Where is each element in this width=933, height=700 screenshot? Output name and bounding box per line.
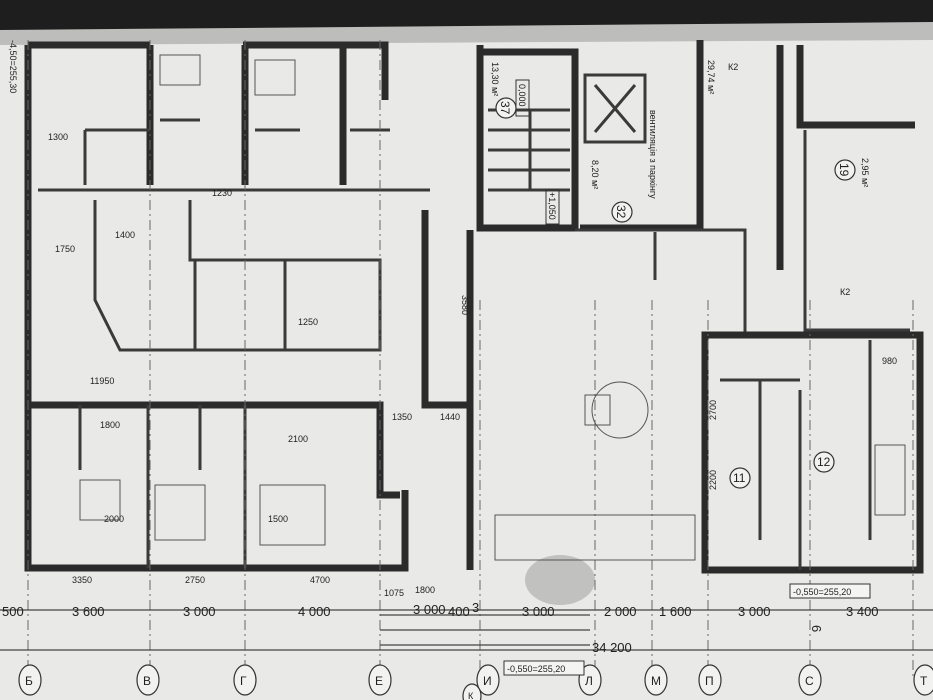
axis-dim: 3 600 xyxy=(72,604,105,619)
axis-6-label: 6 xyxy=(809,625,824,632)
axis-label: Т xyxy=(920,674,928,688)
level-right: -0,550=255,20 xyxy=(793,587,851,597)
axis-label: Л xyxy=(585,674,593,688)
level-box xyxy=(545,189,560,225)
inner-dim: 1230 xyxy=(212,188,232,198)
axis-dim: 2 000 xyxy=(604,604,637,619)
axis-dim: 400 xyxy=(448,604,470,619)
room-19-area: 2,95 м² xyxy=(860,158,870,187)
room-37-area: 13,30 м² xyxy=(490,62,500,96)
axis-markers: Б В Г Е И К Л М П С Т xyxy=(18,664,933,700)
stain xyxy=(525,555,595,605)
inner-dim: 1500 xyxy=(268,514,288,524)
level-box xyxy=(503,660,585,676)
axis-dim: 4 000 xyxy=(298,604,331,619)
inner-dim: 2100 xyxy=(288,434,308,444)
room-11-number: 11 xyxy=(733,471,746,485)
level-entrance: -0,550=255,20 xyxy=(507,664,565,674)
axis-label: П xyxy=(705,674,714,688)
axis-label: В xyxy=(143,674,151,688)
inner-dim: 1800 xyxy=(100,420,120,430)
inner-dim: 2000 xyxy=(104,514,124,524)
axis-label: К xyxy=(468,691,474,700)
inner-dim: 1800 xyxy=(415,585,435,595)
axis-dim: 3 000 xyxy=(413,602,446,617)
axis-dim: 3 000 xyxy=(738,604,771,619)
inner-dim: 2200 xyxy=(708,470,718,490)
room-19-number: 19 xyxy=(837,163,851,177)
inner-dim: 980 xyxy=(882,356,897,366)
axis-gridlines xyxy=(27,40,914,680)
level-left: -4,50=255,30 xyxy=(8,40,18,93)
level-box xyxy=(515,79,530,117)
axis-dim: 1 600 xyxy=(659,604,692,619)
inner-dim: 1075 xyxy=(384,588,404,598)
axis-label: Г xyxy=(240,674,247,688)
axis-label: Б xyxy=(25,674,33,688)
k2-tag: К2 xyxy=(728,62,738,72)
room-32-note: вентиляція з паркінгу xyxy=(648,110,658,199)
inner-dim: 2700 xyxy=(708,400,718,420)
room-37-level-low: 0,000 xyxy=(517,84,527,107)
room-32-area: 8,20 м² xyxy=(590,160,600,189)
axis-label: И xyxy=(483,674,492,688)
room-29-area: 29,74 м² xyxy=(706,60,716,94)
axis-dim: 3 400 xyxy=(846,604,879,619)
axis-dim: 3 000 xyxy=(522,604,555,619)
central-core-walls xyxy=(421,40,747,570)
axis-dim: 3 000 xyxy=(183,604,216,619)
axis-dim: 3 xyxy=(472,600,479,615)
inner-dim: 3580 xyxy=(460,295,470,315)
axis-label: С xyxy=(805,674,814,688)
inner-dim: 1350 xyxy=(392,412,412,422)
inner-dim: 1750 xyxy=(55,244,75,254)
axis-label: Е xyxy=(375,674,383,688)
k2-tag: К2 xyxy=(840,287,850,297)
left-block-walls xyxy=(24,41,430,572)
dimension-lines xyxy=(0,609,933,651)
room-12-number: 12 xyxy=(817,455,831,469)
inner-dim: 1300 xyxy=(48,132,68,142)
inner-dim: 1250 xyxy=(298,317,318,327)
axis-dim: 500 xyxy=(2,604,24,619)
inner-dim: 1440 xyxy=(440,412,460,422)
right-block-walls xyxy=(701,45,924,574)
furniture xyxy=(79,54,906,561)
axis-label: М xyxy=(651,674,661,688)
room-37-number: 37 xyxy=(498,101,512,115)
room-37-level-high: +1,050 xyxy=(547,192,557,220)
inner-dim: 2750 xyxy=(185,575,205,585)
total-length: 34 200 xyxy=(592,640,632,655)
inner-dim: 11950 xyxy=(90,376,114,386)
inner-dim: 1400 xyxy=(115,230,135,240)
inner-dim: 4700 xyxy=(310,575,330,585)
paper-fold xyxy=(0,22,933,45)
room-32-number: 32 xyxy=(614,205,628,219)
inner-dim: 3350 xyxy=(72,575,92,585)
level-box xyxy=(789,583,871,599)
